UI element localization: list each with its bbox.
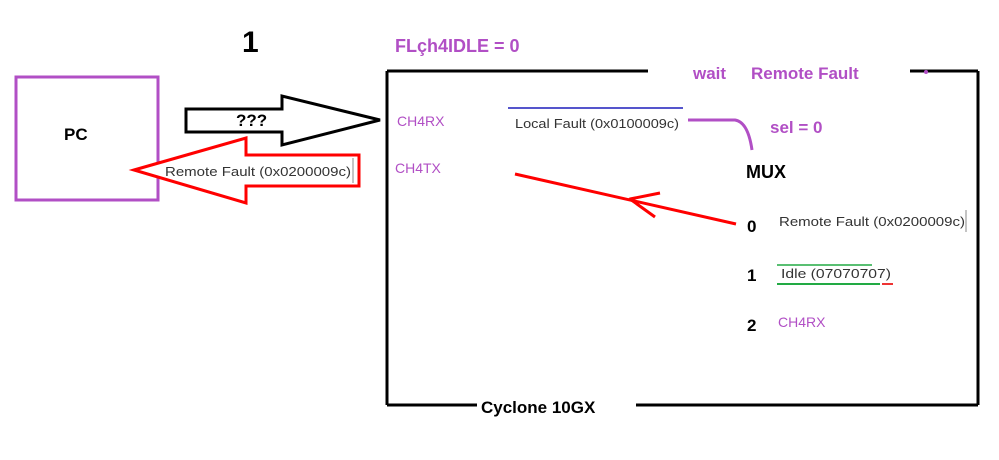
rx-arrow-label: Remote Fault (0x0200009c)	[165, 164, 351, 179]
tx-arrow	[184, 94, 381, 147]
remote-fault-dot	[924, 70, 928, 74]
mux-label: MUX	[746, 162, 786, 182]
page-number: 1	[242, 26, 259, 59]
status-line: FLçh4IDLE = 0	[395, 36, 520, 56]
sel-label: sel = 0	[770, 118, 822, 137]
local-fault-connector	[688, 118, 754, 151]
mux-input-0-index: 0	[747, 217, 756, 236]
ch4tx-label: CH4TX	[395, 160, 442, 176]
ch4rx-label: CH4RX	[397, 113, 445, 129]
fpga-box	[385, 69, 980, 407]
wait-label: wait	[692, 64, 726, 83]
mux-input-2-label: CH4RX	[778, 314, 826, 330]
rx-arrow	[128, 136, 361, 206]
pc-box	[14, 75, 160, 202]
mux-to-ch4tx-line	[514, 172, 737, 226]
mux-to-ch4tx-arrowhead	[628, 191, 661, 219]
pc-label: PC	[64, 125, 88, 144]
mux-input-1-label: Idle (07070707)	[781, 266, 891, 281]
mux-input-2-index: 2	[747, 316, 756, 335]
tx-arrow-label: ???	[236, 111, 267, 130]
fpga-label: Cyclone 10GX	[481, 398, 596, 417]
mux-input-1-index: 1	[747, 266, 756, 285]
mux-input-0-label: Remote Fault (0x0200009c)	[779, 214, 965, 229]
local-fault-label: Local Fault (0x0100009c)	[515, 116, 679, 131]
remote-fault-top: Remote Fault	[751, 64, 859, 83]
